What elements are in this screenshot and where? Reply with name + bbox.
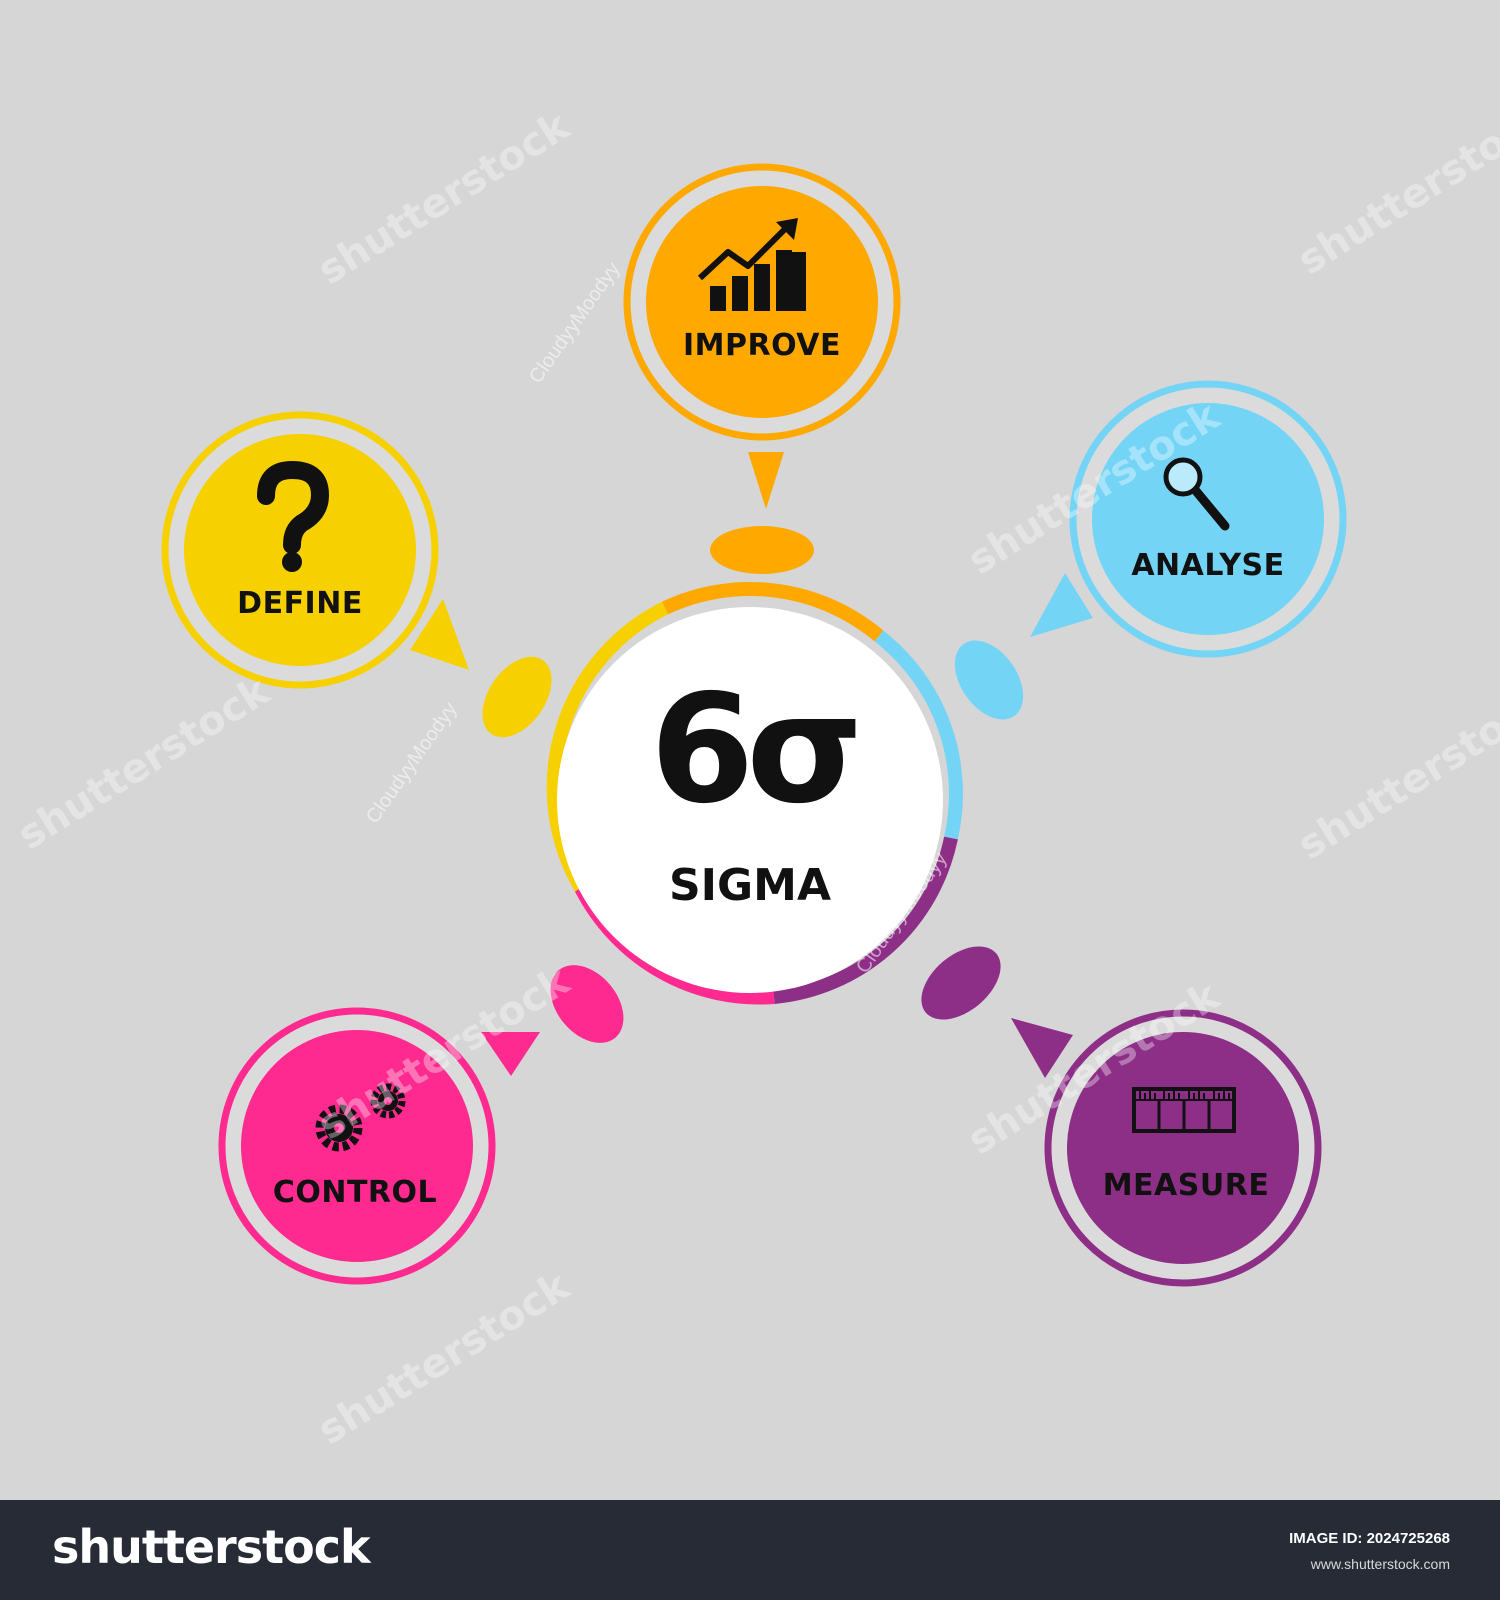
growth-chart-icon	[697, 218, 806, 311]
ruler-icon	[1132, 1087, 1236, 1133]
shutterstock-logo: shutterstock	[52, 1520, 371, 1574]
image-id: IMAGE ID: 2024725268	[1289, 1530, 1450, 1547]
center-disc	[557, 607, 943, 993]
footer-bar: shutterstock IMAGE ID: 2024725268 www.sh…	[0, 1500, 1500, 1600]
question-icon	[257, 460, 330, 572]
step-analyse	[1069, 380, 1347, 658]
pointer-control	[481, 1032, 540, 1076]
blob-analyse	[954, 640, 1024, 720]
blob-control	[550, 965, 624, 1043]
center-ring	[546, 581, 963, 1005]
six-sigma-diagram	[161, 163, 1347, 1287]
diagram-canvas: shutterstock shutterstock shutterstock s…	[10, 93, 1500, 1455]
gears-icon	[315, 1083, 406, 1152]
pointer-analyse	[1030, 573, 1093, 637]
ring-segment-define	[546, 601, 669, 892]
magnifier-icon	[1163, 457, 1230, 531]
ring-segment-measure	[773, 836, 958, 1004]
step-control	[218, 1007, 496, 1285]
step-define	[161, 411, 439, 689]
blob-measure	[921, 946, 1001, 1020]
footer-url: www.shutterstock.com	[1310, 1556, 1450, 1572]
ring-segment-improve	[662, 581, 884, 642]
pointer-improve	[748, 452, 784, 509]
ring-segment-analyse	[874, 630, 963, 840]
pointer-define	[410, 599, 469, 670]
blob-improve	[710, 526, 814, 574]
blob-define	[482, 656, 552, 738]
pointer-measure	[1011, 1018, 1073, 1078]
step-measure	[1044, 1009, 1322, 1287]
